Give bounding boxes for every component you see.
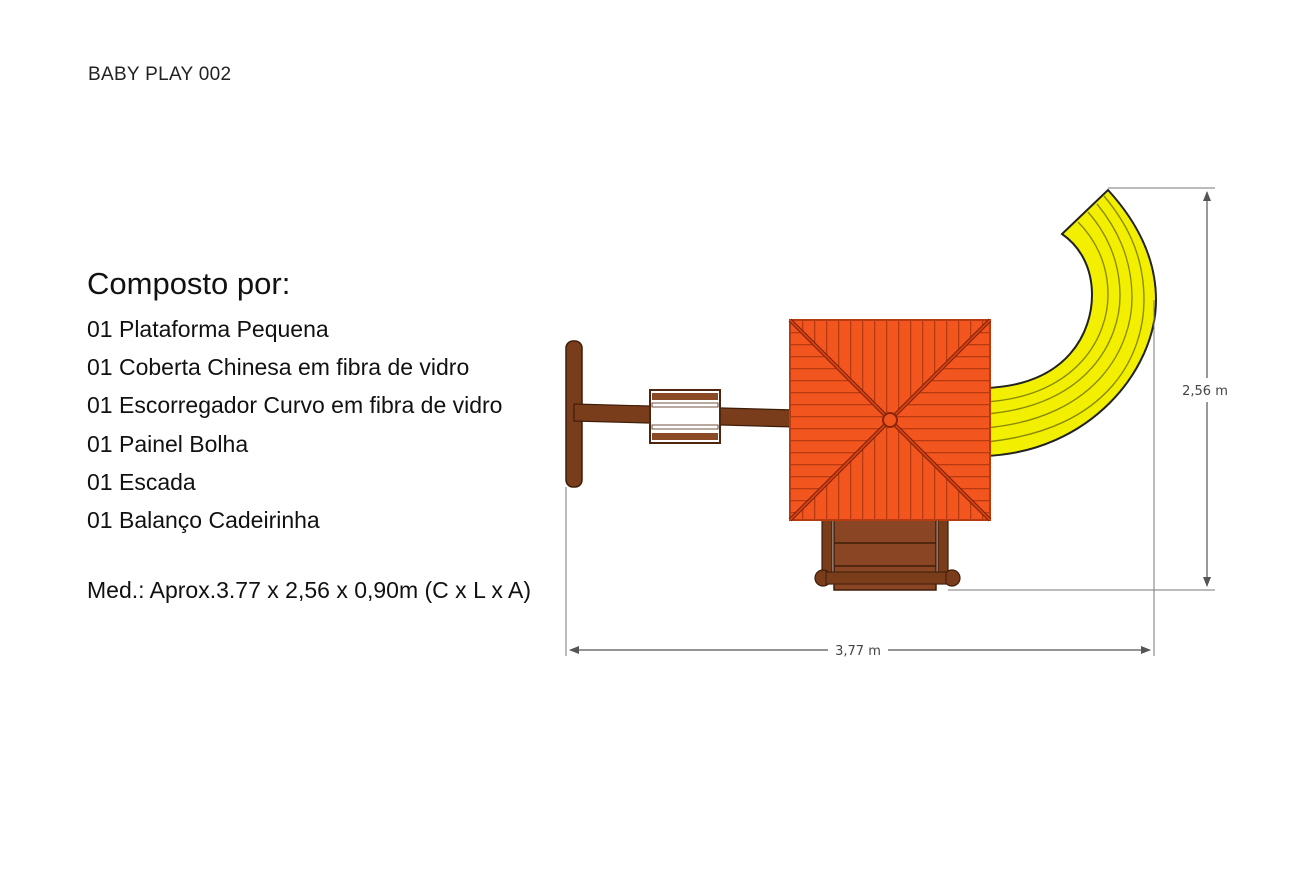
width-dimension-label: 3,77 m: [835, 644, 881, 659]
composition-item: 01 Balanço Cadeirinha: [87, 507, 320, 534]
dimension-lines: [565, 187, 1215, 656]
measurements-text: Med.: Aprox.3.77 x 2,56 x 0,90m (C x L x…: [87, 577, 532, 603]
ladder: [814, 511, 961, 591]
composition-item: 01 Painel Bolha: [87, 430, 249, 457]
chinese-roof: [788, 318, 992, 522]
depth-dimension-label: 2,56 m: [1182, 384, 1228, 399]
composition-item: 01 Escorregador Curvo em fibra de vidro: [87, 392, 503, 419]
curved-slide: [984, 188, 1158, 458]
product-code: BABY PLAY 002: [88, 64, 232, 85]
composition-item: 01 Escada: [87, 468, 196, 495]
composition-item: 01 Coberta Chinesa em fibra de vidro: [87, 354, 470, 381]
composition-item: 01 Plataforma Pequena: [87, 316, 329, 342]
composition-list: Composto por: 01 Plataforma Pequena 01 C…: [87, 266, 577, 539]
composition-title: Composto por:: [87, 266, 291, 301]
swing-seat: [649, 389, 721, 444]
